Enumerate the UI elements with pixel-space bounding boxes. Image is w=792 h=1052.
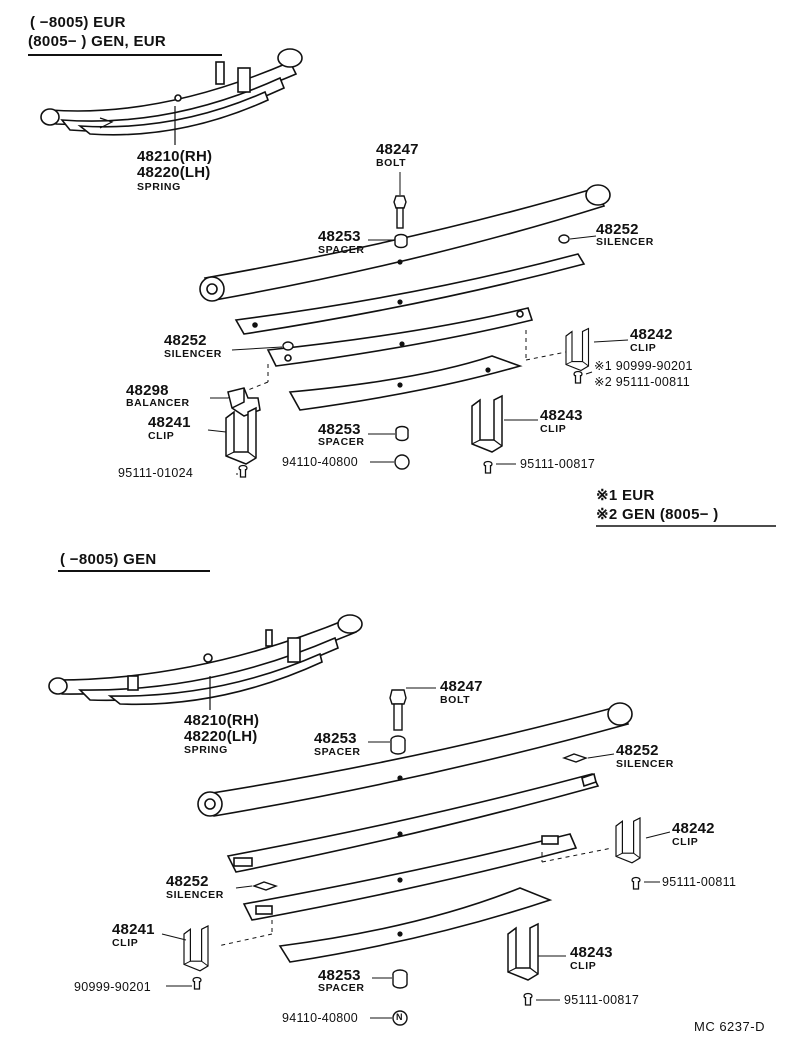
lower-clip-right-name: CLIP <box>672 836 699 848</box>
upper-leader-lines <box>207 172 629 475</box>
lower-silencer-left <box>251 881 279 891</box>
upper-nut <box>394 454 410 470</box>
upper-balancer <box>227 387 261 417</box>
upper-leaf-4 <box>288 355 523 411</box>
lower-bolt-95111-00811 <box>631 876 641 890</box>
lower-header: ( −8005) GEN <box>60 551 157 568</box>
upper-balancer-number: 48298 <box>126 382 169 399</box>
upper-silencer-right-name: SILENCER <box>596 236 654 248</box>
upper-fastener-2-label: ※2 95111-00811 <box>594 375 690 389</box>
upper-spacer-top <box>394 233 408 249</box>
upper-leaf-3 <box>266 307 534 367</box>
lower-bolt-95111-00817 <box>523 992 533 1006</box>
upper-spacer-bottom-name: SPACER <box>318 436 365 448</box>
lower-nut-symbol: N <box>396 1012 403 1022</box>
lower-spring-lh-label: 48220(LH) <box>184 728 258 745</box>
lower-spacer-top-name: SPACER <box>314 746 361 758</box>
lower-silencer-left-name: SILENCER <box>166 889 224 901</box>
upper-clip-48242 <box>565 327 590 372</box>
lower-silencer-left-number: 48252 <box>166 873 209 890</box>
upper-bolt-name: BOLT <box>376 157 407 169</box>
upper-fastener-1-label: ※1 90999-90201 <box>594 359 693 373</box>
upper-nut-label: 94110-40800 <box>282 455 359 469</box>
lower-clip-left-name: CLIP <box>112 937 139 949</box>
upper-clip-48241 <box>225 407 257 465</box>
upper-header-line1: ( −8005) EUR <box>30 14 126 31</box>
upper-silencer-left <box>282 341 294 351</box>
lower-clip-48242 <box>615 817 641 864</box>
lower-clip-48241 <box>183 925 209 972</box>
lower-silencer-right-name: SILENCER <box>616 758 674 770</box>
footer-figure-code: MC 6237-D <box>694 1019 765 1034</box>
legend-item-1: ※1 EUR <box>596 487 655 504</box>
lower-clip-right-number: 48242 <box>672 820 715 837</box>
lower-nut-label: 94110-40800 <box>282 1011 359 1025</box>
lower-spacer-top-number: 48253 <box>314 730 357 747</box>
lower-spring-rh-label: 48210(RH) <box>184 712 260 729</box>
lower-bolt-left-label: 90999-90201 <box>74 980 151 994</box>
upper-leaf-2 <box>234 253 586 335</box>
lower-spring-name: SPRING <box>184 744 228 756</box>
lower-bolt-right-label: 95111-00811 <box>662 875 737 889</box>
upper-silencer-right-number: 48252 <box>596 221 639 238</box>
lower-bolt-number: 48247 <box>440 678 483 695</box>
lower-clip-mid-name: CLIP <box>570 960 597 972</box>
upper-bolt-left-label: 95111-01024 <box>118 466 194 480</box>
upper-silencer-left-number: 48252 <box>164 332 207 349</box>
upper-bolt-48247 <box>393 195 407 229</box>
upper-spacer-top-number: 48253 <box>318 228 361 245</box>
lower-bolt-mid-label: 95111-00817 <box>564 993 640 1007</box>
upper-bolt-number: 48247 <box>376 141 419 158</box>
upper-spring-lh-label: 48220(LH) <box>137 164 211 181</box>
upper-bolt-95111-01024 <box>238 464 248 478</box>
lower-leader-lines <box>161 687 671 1019</box>
upper-spring-name: SPRING <box>137 181 181 193</box>
lower-leaf-4 <box>278 887 553 963</box>
upper-silencer-right <box>558 234 570 244</box>
upper-spacer-bottom <box>395 425 409 442</box>
upper-balancer-name: BALANCER <box>126 397 190 409</box>
upper-clip-mid-name: CLIP <box>540 423 567 435</box>
lower-spacer-bottom <box>392 969 408 989</box>
upper-clip-right-name: CLIP <box>630 342 657 354</box>
lower-clip-48243 <box>507 923 539 981</box>
lower-bolt-90999-90201 <box>192 976 202 990</box>
lower-spacer-bottom-name: SPACER <box>318 982 365 994</box>
upper-spacer-top-name: SPACER <box>318 244 365 256</box>
lower-clip-mid-number: 48243 <box>570 944 613 961</box>
lower-silencer-right-number: 48252 <box>616 742 659 759</box>
lower-bolt-name: BOLT <box>440 694 471 706</box>
lower-leaf-3 <box>242 833 578 921</box>
lower-nut <box>392 1010 408 1026</box>
upper-spring-rh-label: 48210(RH) <box>137 148 213 165</box>
upper-spacer-bottom-number: 48253 <box>318 421 361 438</box>
lower-spacer-top <box>390 735 406 755</box>
upper-bolt-mid-label: 95111-00817 <box>520 457 596 471</box>
upper-spring-assembly <box>40 48 303 145</box>
upper-clip-left-number: 48241 <box>148 414 191 431</box>
lower-main-leaf <box>197 702 633 817</box>
legend-item-2: ※2 GEN (8005− ) <box>596 506 719 523</box>
upper-silencer-left-name: SILENCER <box>164 348 222 360</box>
upper-header-line2: (8005− ) GEN, EUR <box>28 33 167 50</box>
lower-dashed-guides <box>217 847 613 947</box>
upper-clip-48243 <box>471 395 503 453</box>
lower-spacer-bottom-number: 48253 <box>318 967 361 984</box>
lower-spring-assembly <box>48 614 363 710</box>
lower-clip-left-number: 48241 <box>112 921 155 938</box>
lower-leaf-2 <box>226 772 600 873</box>
upper-clip-right-number: 48242 <box>630 326 673 343</box>
lower-silencer-right <box>561 753 589 763</box>
upper-clip-mid-number: 48243 <box>540 407 583 424</box>
upper-small-bolt-right <box>573 370 583 384</box>
upper-bolt-95111-00817 <box>483 460 493 474</box>
upper-clip-left-name: CLIP <box>148 430 175 442</box>
lower-bolt-48247 <box>389 689 407 731</box>
